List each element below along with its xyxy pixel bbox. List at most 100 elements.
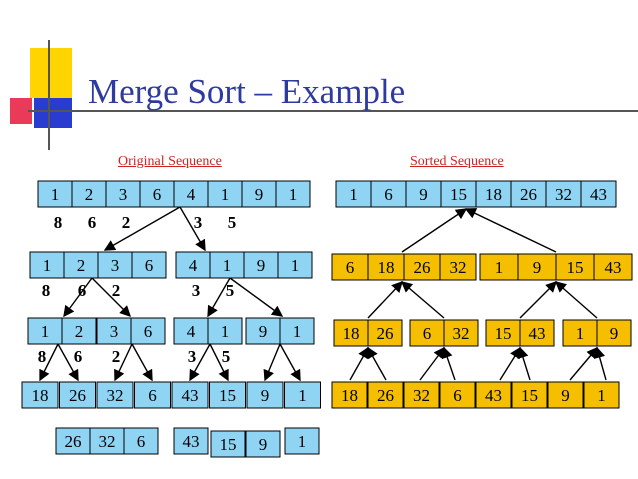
- merge-arrow: [114, 343, 133, 382]
- merge-leaf-value: 18: [341, 386, 358, 405]
- merge-l1-c-box: [485, 319, 521, 347]
- leaf-box: [171, 381, 209, 409]
- original-sequence-value: 6: [153, 185, 162, 204]
- merge-arrow: [499, 346, 521, 381]
- split-l2-a-value: 2: [75, 322, 84, 341]
- stray-label: 3: [188, 347, 197, 366]
- sorted-sequence-value: 18: [485, 185, 502, 204]
- split-l1-left-box: [97, 251, 133, 279]
- merge-leaf-box: [547, 381, 584, 409]
- leaf-copy-a-value: 32: [99, 432, 116, 451]
- merge-leaf-box: [331, 381, 368, 409]
- original-sequence-box: [275, 180, 311, 208]
- merge-leaf-box: [403, 381, 440, 409]
- merge-l1-c-box: [519, 319, 555, 347]
- merge-arrow: [517, 346, 531, 381]
- leaf-copy-a-value: 26: [65, 432, 82, 451]
- merge-arrow: [367, 280, 403, 319]
- split-l1-right-value: 1: [223, 256, 232, 275]
- stray-label: 3: [192, 281, 201, 300]
- split-l1-right-box: [243, 251, 279, 279]
- merge-arrow: [209, 343, 229, 382]
- split-l2-b-value: 3: [110, 322, 119, 341]
- merge-l1-c-value: 43: [529, 324, 546, 343]
- split-l2-d-value: 9: [259, 322, 268, 341]
- merge-arrow: [519, 281, 557, 319]
- leaf-copy-b-value: 43: [183, 432, 200, 451]
- merge-leaf-value: 32: [413, 386, 430, 405]
- stray-label: 5: [228, 213, 237, 232]
- merge-arrow: [263, 343, 281, 382]
- original-sequence-box: [207, 180, 243, 208]
- split-l2-a-box: [61, 317, 97, 345]
- leaf-value: 26: [69, 386, 86, 405]
- merge-leaf-value: 43: [485, 386, 502, 405]
- sorted-sequence-box: [580, 180, 617, 208]
- merge-leaf-box: [583, 381, 620, 409]
- leaf-box: [21, 381, 59, 409]
- merge-l1-d-box: [596, 319, 632, 347]
- merge-arrow: [367, 346, 387, 381]
- merge-l2-a-value: 26: [414, 258, 431, 277]
- original-sequence-value: 2: [85, 185, 94, 204]
- leaf-value: 15: [219, 386, 236, 405]
- merge-arrow: [91, 277, 131, 317]
- caption-original: Original Sequence: [118, 154, 222, 169]
- merge-arrow: [207, 277, 231, 318]
- merge-l2-a-value: 18: [378, 258, 395, 277]
- merge-l1-a-box: [333, 319, 369, 347]
- deco-red-square: [10, 98, 32, 124]
- sorted-sequence-value: 32: [555, 185, 572, 204]
- split-l1-left-value: 1: [43, 256, 52, 275]
- split-l1-right-value: 1: [291, 256, 300, 275]
- split-l2-a-value: 1: [41, 322, 50, 341]
- merge-leaf-value: 1: [597, 386, 606, 405]
- sorted-sequence-box: [545, 180, 582, 208]
- merge-arrow: [419, 346, 445, 381]
- merge-l1-a-value: 18: [343, 324, 360, 343]
- leaf-box: [59, 381, 96, 409]
- leaf-value: 18: [32, 386, 49, 405]
- stray-label: 8: [54, 213, 63, 232]
- sorted-sequence-value: 9: [419, 185, 428, 204]
- sorted-sequence-box: [335, 180, 372, 208]
- merge-leaf-box: [367, 381, 404, 409]
- split-l2-b-value: 6: [144, 322, 153, 341]
- leaf-copy-e-value: 1: [298, 432, 307, 451]
- leaf-copy-c-value: 15: [220, 435, 237, 454]
- sorted-sequence-value: 26: [520, 185, 537, 204]
- split-l1-left-value: 6: [145, 256, 154, 275]
- sorted-sequence-value: 6: [384, 185, 393, 204]
- merge-l2-b-box: [517, 253, 557, 281]
- leaf-value: 1: [298, 386, 307, 405]
- merge-l1-d-value: 9: [610, 324, 619, 343]
- merge-l2-b-value: 9: [533, 258, 542, 277]
- sorted-sequence-box: [405, 180, 442, 208]
- merge-arrow: [179, 206, 206, 252]
- stray-label: 2: [122, 213, 131, 232]
- leaf-copy-e-box: [284, 427, 320, 455]
- merge-l2-b-box: [555, 253, 595, 281]
- split-l2-d-box: [279, 317, 315, 345]
- merge-l2-a-box: [403, 253, 441, 281]
- original-sequence-box: [71, 180, 107, 208]
- original-sequence-box: [173, 180, 209, 208]
- split-l2-b-box: [130, 317, 166, 345]
- caption-sorted: Sorted Sequence: [410, 154, 504, 169]
- split-l2-b-box: [96, 317, 132, 345]
- original-sequence-value: 3: [119, 185, 128, 204]
- merge-leaf-box: [439, 381, 476, 409]
- merge-l1-b-value: 6: [423, 324, 432, 343]
- merge-l2-a-value: 6: [346, 258, 355, 277]
- split-l2-d-value: 1: [293, 322, 302, 341]
- sorted-sequence-box: [475, 180, 512, 208]
- stray-label: 6: [88, 213, 97, 232]
- merge-arrow: [554, 281, 598, 319]
- merge-leaf-value: 6: [453, 386, 462, 405]
- merge-leaf-value: 26: [377, 386, 394, 405]
- merge-l2-a-value: 32: [450, 258, 467, 277]
- split-l2-a-box: [27, 317, 63, 345]
- split-l1-left-box: [29, 251, 65, 279]
